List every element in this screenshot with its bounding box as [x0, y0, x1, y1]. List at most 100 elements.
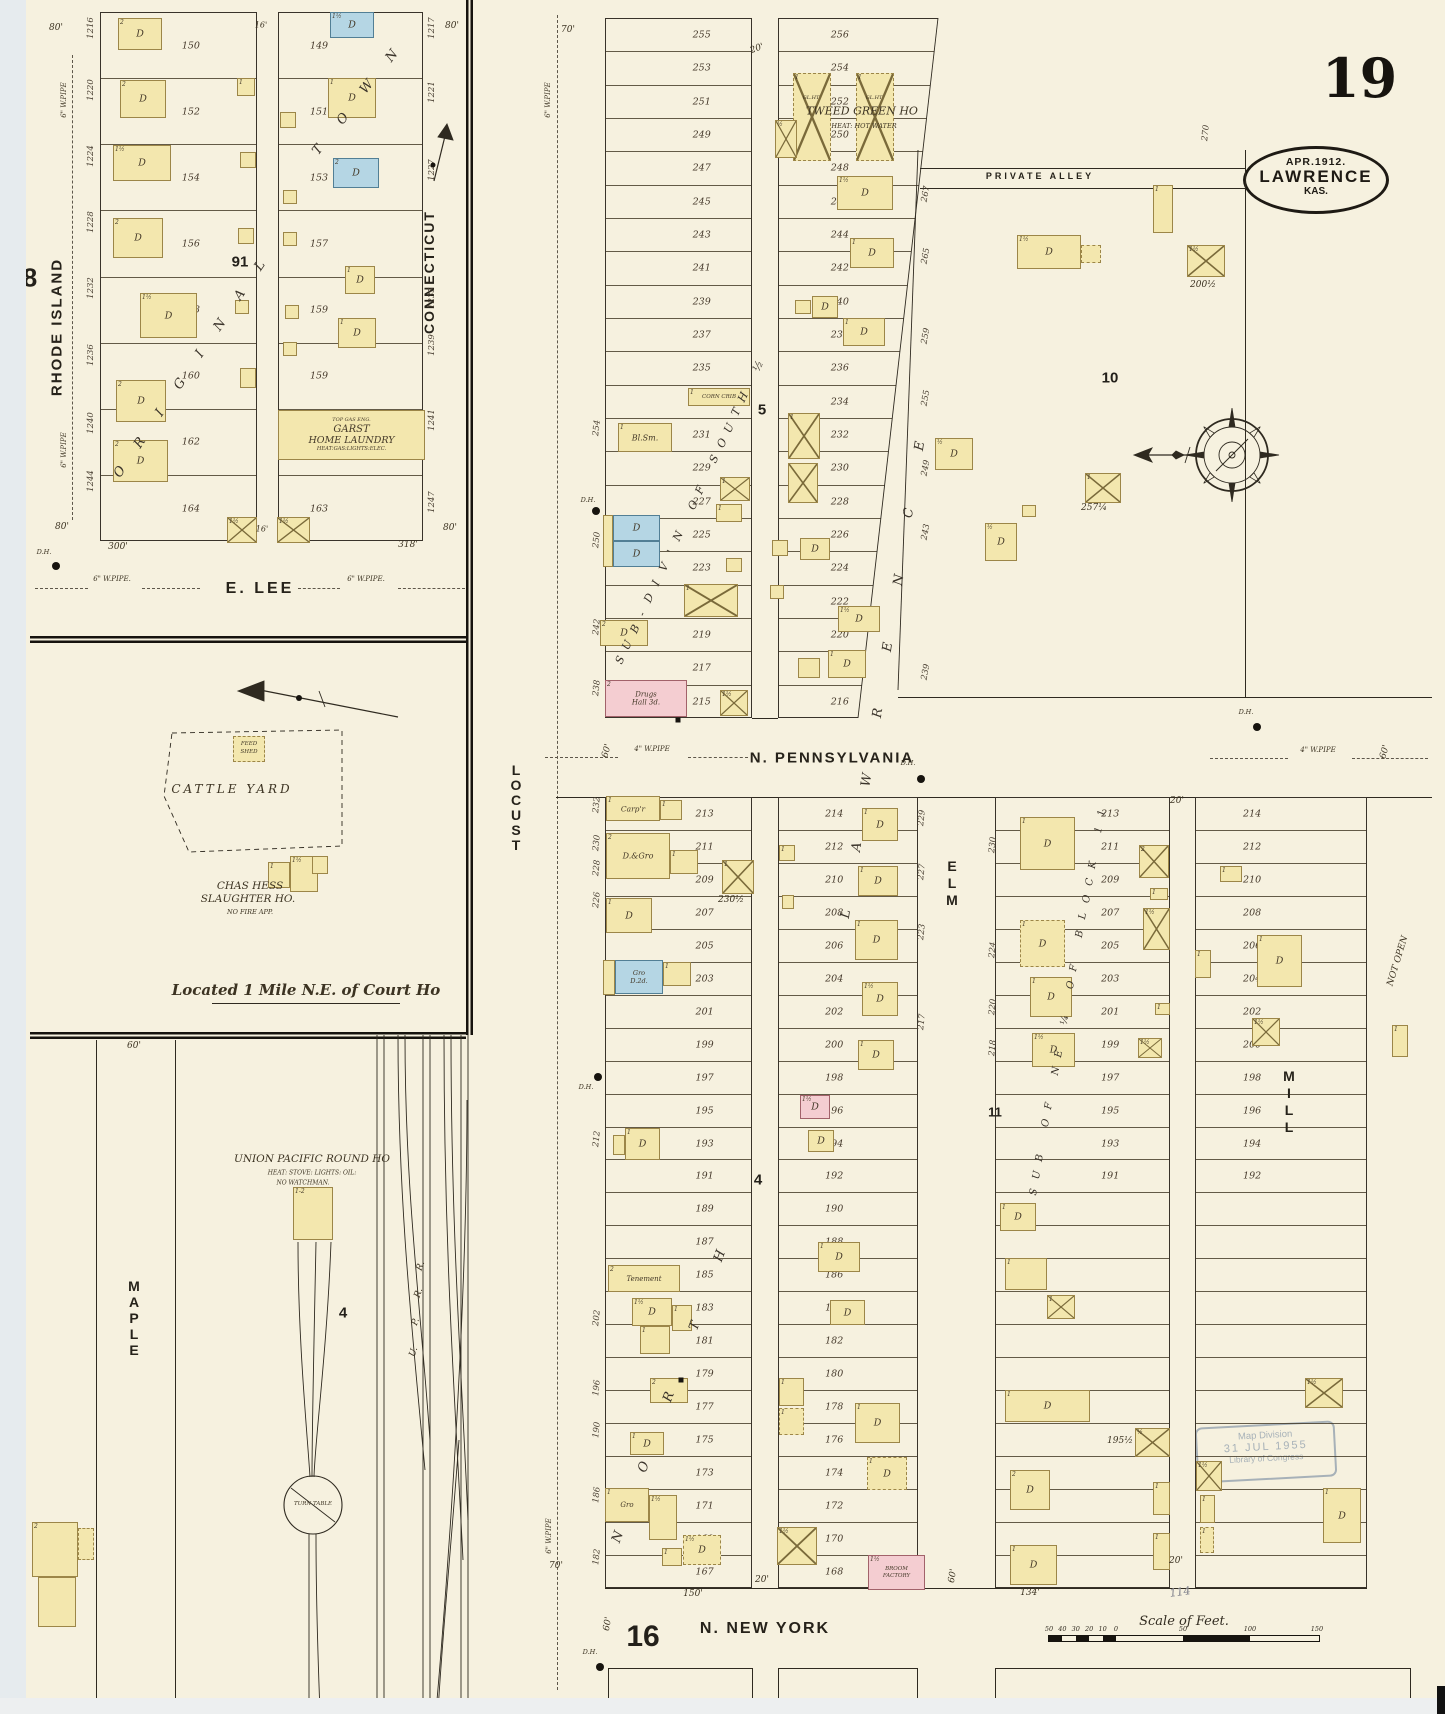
- block-subdivision-label: E: [880, 640, 897, 653]
- building: [283, 232, 297, 246]
- lot-number: 209: [1101, 874, 1120, 886]
- building: 1: [684, 584, 738, 617]
- building-label: D: [883, 1468, 891, 1479]
- building-label: D: [356, 274, 364, 286]
- building: [603, 960, 615, 995]
- house-number: 1241: [427, 409, 437, 431]
- building-stories: 1: [270, 863, 274, 870]
- building: [285, 305, 299, 319]
- lot-number: 181: [695, 1335, 714, 1347]
- lot-number: 196: [1243, 1105, 1262, 1117]
- building: [788, 463, 818, 503]
- building: 1: [1085, 473, 1121, 503]
- lot-number: 207: [1101, 907, 1120, 919]
- lot-number: 213: [1101, 808, 1120, 820]
- building-stories: 1: [781, 846, 785, 853]
- cross-mark-icon: [789, 464, 817, 502]
- building-label: D.&Gro: [622, 851, 654, 861]
- building: 1½: [1252, 1018, 1280, 1046]
- hydrant-dot: [1253, 723, 1261, 731]
- house-number: 254: [591, 419, 603, 437]
- building: D: [613, 541, 660, 567]
- lot-number: 208: [1243, 907, 1262, 919]
- building-stories: 1: [795, 74, 799, 81]
- map-line: [556, 797, 1432, 798]
- house-number: 182: [591, 1548, 603, 1566]
- lot-row: [1196, 1490, 1366, 1523]
- lot-row: 194: [779, 1128, 917, 1161]
- building-label: D: [855, 613, 863, 625]
- lot-number: 162: [181, 436, 200, 448]
- annotation: 16: [626, 1620, 660, 1653]
- building-stories: 1: [830, 651, 834, 658]
- building-label: D: [843, 1307, 852, 1318]
- map-line: [175, 1040, 176, 1712]
- lot-number: 235: [692, 362, 711, 374]
- building-stories: 1: [718, 505, 722, 512]
- lot-number: 154: [181, 172, 200, 184]
- lot-number: 210: [1243, 874, 1262, 886]
- block-subdivision-label: ¼: [1058, 1013, 1072, 1026]
- lot-number: 202: [825, 1006, 844, 1018]
- annotation: U.: [407, 1345, 421, 1359]
- street-label-elm: E: [947, 858, 957, 874]
- lot-number: 189: [695, 1203, 714, 1215]
- building: 1: [663, 962, 691, 986]
- street-label-maple: L: [129, 1326, 139, 1342]
- lot-row: 200: [1196, 1029, 1366, 1062]
- building-stories: 1: [869, 1458, 873, 1465]
- building: [312, 856, 328, 874]
- lot-number: 249: [692, 129, 711, 141]
- annotation: 150': [683, 1589, 703, 1599]
- annotation: D.H.: [582, 1648, 598, 1656]
- cross-mark-icon: [789, 414, 819, 458]
- annotation: 257¼: [1081, 503, 1107, 513]
- annotation: 4" W.PIPE: [634, 745, 670, 753]
- lot-number: 205: [695, 940, 714, 952]
- lot-number: 209: [695, 874, 714, 886]
- annotation: D.H.: [1238, 708, 1254, 716]
- block-subdivision-label: B: [1034, 1152, 1047, 1163]
- lot-row: 227: [606, 486, 751, 519]
- building-stories: 1: [864, 809, 868, 816]
- building-label: D: [1049, 1044, 1058, 1056]
- lot-number: 200: [825, 1039, 844, 1051]
- lot-row: 208: [1196, 897, 1366, 930]
- street-label-locust: T: [511, 837, 521, 853]
- cross-mark-icon: [794, 74, 830, 160]
- building: 1½: [1138, 1038, 1162, 1058]
- building-stories: 1: [340, 319, 344, 326]
- building-stories: 1: [632, 1433, 636, 1440]
- lot-row: 192: [779, 1160, 917, 1194]
- annotation: 80': [443, 523, 457, 533]
- lot-number: 159: [309, 370, 329, 382]
- building-label: CORN CRIB: [702, 394, 736, 400]
- building-stories: 1: [860, 867, 864, 874]
- lot-row: 203: [996, 963, 1169, 996]
- lot-row: 201: [606, 996, 751, 1029]
- building: 1: [1200, 1527, 1214, 1553]
- house-number: 227: [916, 863, 928, 881]
- building: 2: [650, 1378, 688, 1403]
- house-number: 224: [987, 941, 999, 959]
- street-label-locust: L: [511, 762, 521, 778]
- lot-row: 213: [606, 798, 751, 831]
- scan-corner-mark: [1437, 1686, 1445, 1714]
- lot-number: 219: [692, 629, 711, 641]
- building-stories: 1: [852, 239, 856, 246]
- lot-row: 163: [279, 476, 422, 542]
- building: 1: [722, 860, 754, 894]
- lot-number: 152: [181, 106, 200, 118]
- building-stories: 1: [857, 921, 861, 928]
- annotation: 4: [753, 1171, 763, 1189]
- lot-row: 190: [779, 1193, 917, 1227]
- building: 1: [1153, 185, 1173, 233]
- lot-number: 210: [825, 874, 844, 886]
- house-number: 249: [919, 459, 933, 477]
